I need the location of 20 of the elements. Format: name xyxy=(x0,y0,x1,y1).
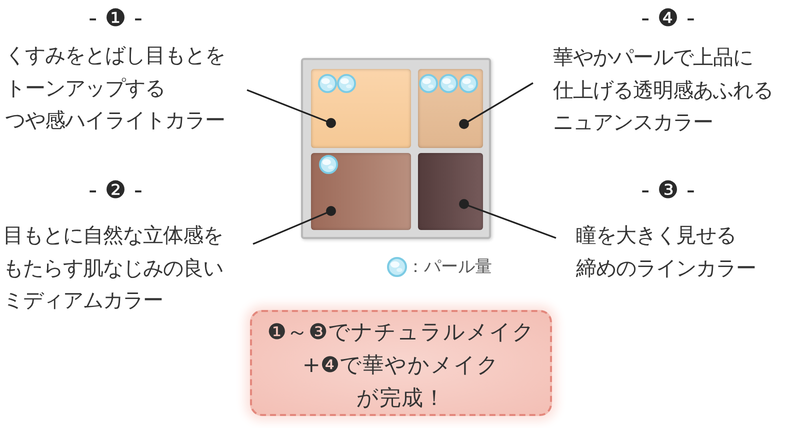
description-text: 瞳を大きく見せる締めのラインカラー xyxy=(576,222,756,282)
eyeshadow-pan xyxy=(418,153,483,230)
leader-line xyxy=(246,89,336,128)
leader-line xyxy=(459,82,534,129)
leader-line xyxy=(252,206,336,245)
legend-text: ：パール量 xyxy=(407,257,492,277)
description-text: くすみをとばし目もとをトーンアップするつや感ハイライトカラー xyxy=(5,42,225,134)
number-heading: - ❷ - xyxy=(88,175,143,205)
note-box xyxy=(250,310,552,416)
eyeshadow-pan xyxy=(418,69,483,148)
leader-line xyxy=(459,199,556,239)
eyeshadow-pan xyxy=(311,69,411,148)
number-heading: - ❶ - xyxy=(88,3,143,33)
eyeshadow-pan xyxy=(311,153,411,230)
number-heading: - ❹ - xyxy=(640,3,696,33)
summary-text: ❶～❸でナチュラルメイク+❹で華やかメイクが完成！ xyxy=(267,319,535,413)
description-text: 華やかパールで上品に仕上げる透明感あふれるニュアンスカラー xyxy=(553,44,773,136)
number-heading: - ❸ - xyxy=(640,175,696,205)
palette-tray xyxy=(301,58,491,239)
description-text: 目もとに自然な立体感をもたらす肌なじみの良いミディアムカラー xyxy=(3,222,223,314)
